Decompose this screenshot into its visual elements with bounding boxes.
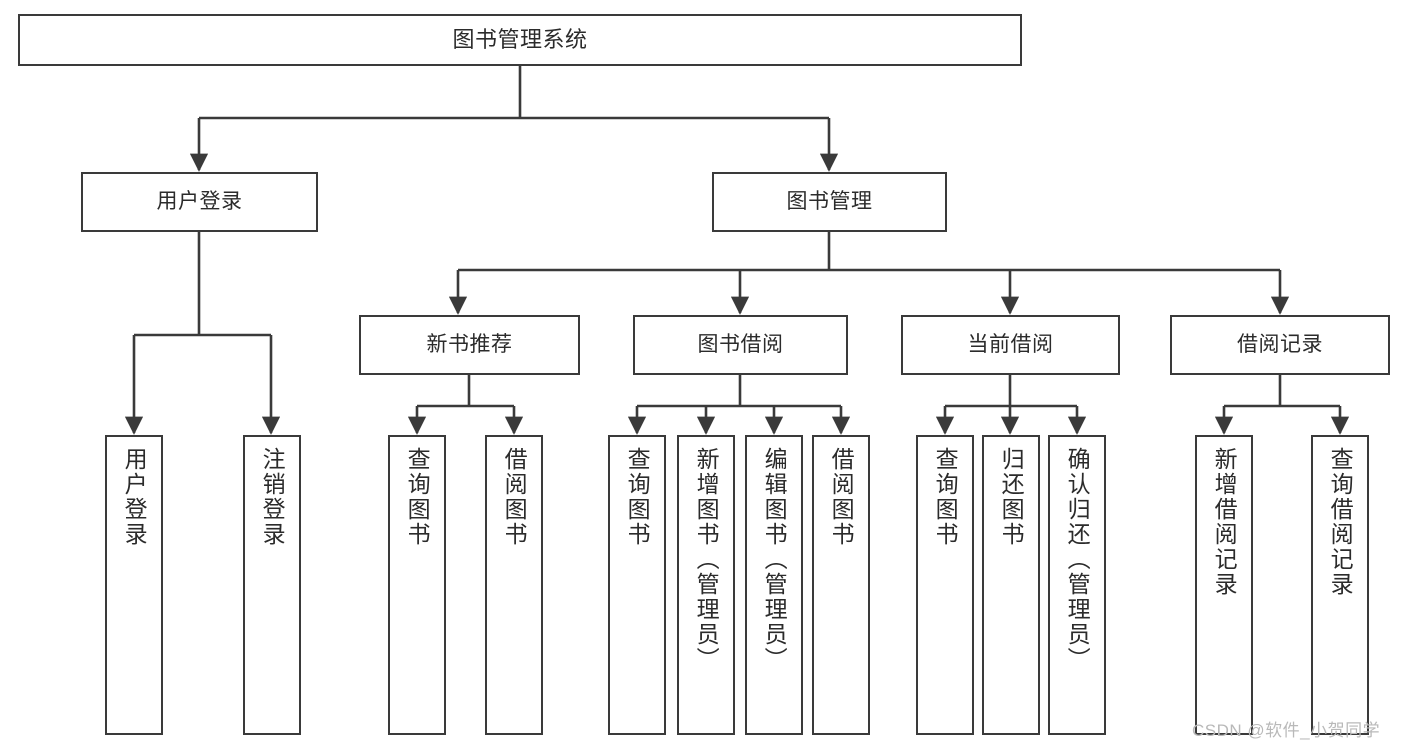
leaf-user-login-login-label: 用户登录 (121, 447, 148, 547)
leaf-current-borrow-query-label: 查询图书 (932, 447, 959, 547)
leaf-book-borrow-query[interactable]: 查询图书 (608, 435, 666, 735)
leaf-current-borrow-confirm[interactable]: 确认归还（管理员） (1048, 435, 1106, 735)
leaf-current-borrow-return[interactable]: 归还图书 (982, 435, 1040, 735)
leaf-user-login-login[interactable]: 用户登录 (105, 435, 163, 735)
leaf-borrow-records-add-label: 新增借阅记录 (1211, 447, 1238, 597)
leaf-borrow-records-query[interactable]: 查询借阅记录 (1311, 435, 1369, 735)
leaf-new-book-query-label: 查询图书 (404, 447, 431, 547)
leaf-book-borrow-borrow[interactable]: 借阅图书 (812, 435, 870, 735)
leaf-borrow-records-query-label: 查询借阅记录 (1327, 447, 1354, 597)
node-current-borrow-label: 当前借阅 (967, 332, 1054, 356)
leaf-borrow-records-add[interactable]: 新增借阅记录 (1195, 435, 1253, 735)
node-root-system[interactable]: 图书管理系统 (18, 14, 1022, 66)
leaf-current-borrow-query[interactable]: 查询图书 (916, 435, 974, 735)
node-user-login-label: 用户登录 (156, 189, 243, 213)
leaf-user-login-logout[interactable]: 注销登录 (243, 435, 301, 735)
node-borrow-records-label: 借阅记录 (1237, 332, 1323, 356)
leaf-book-borrow-add-label: 新增图书（管理员） (693, 447, 720, 672)
node-root-system-label: 图书管理系统 (452, 27, 588, 53)
node-book-borrow-label: 图书借阅 (697, 332, 784, 356)
node-new-book-recommend-label: 新书推荐 (426, 332, 513, 356)
node-user-login[interactable]: 用户登录 (81, 172, 318, 232)
leaf-book-borrow-edit[interactable]: 编辑图书（管理员） (745, 435, 803, 735)
leaf-new-book-borrow[interactable]: 借阅图书 (485, 435, 543, 735)
leaf-new-book-query[interactable]: 查询图书 (388, 435, 446, 735)
node-current-borrow[interactable]: 当前借阅 (901, 315, 1120, 375)
leaf-book-borrow-borrow-label: 借阅图书 (828, 447, 855, 547)
node-book-borrow[interactable]: 图书借阅 (633, 315, 848, 375)
node-borrow-records[interactable]: 借阅记录 (1170, 315, 1390, 375)
node-new-book-recommend[interactable]: 新书推荐 (359, 315, 580, 375)
leaf-current-borrow-confirm-label: 确认归还（管理员） (1064, 447, 1091, 672)
leaf-book-borrow-edit-label: 编辑图书（管理员） (761, 447, 788, 672)
leaf-new-book-borrow-label: 借阅图书 (501, 447, 528, 547)
leaf-book-borrow-add[interactable]: 新增图书（管理员） (677, 435, 735, 735)
csdn-watermark: CSDN @软件_小贺同学 (1192, 721, 1381, 740)
node-book-manage[interactable]: 图书管理 (712, 172, 947, 232)
leaf-current-borrow-return-label: 归还图书 (998, 447, 1025, 547)
node-book-manage-label: 图书管理 (786, 189, 873, 213)
leaf-book-borrow-query-label: 查询图书 (624, 447, 651, 547)
leaf-user-login-logout-label: 注销登录 (259, 447, 286, 547)
